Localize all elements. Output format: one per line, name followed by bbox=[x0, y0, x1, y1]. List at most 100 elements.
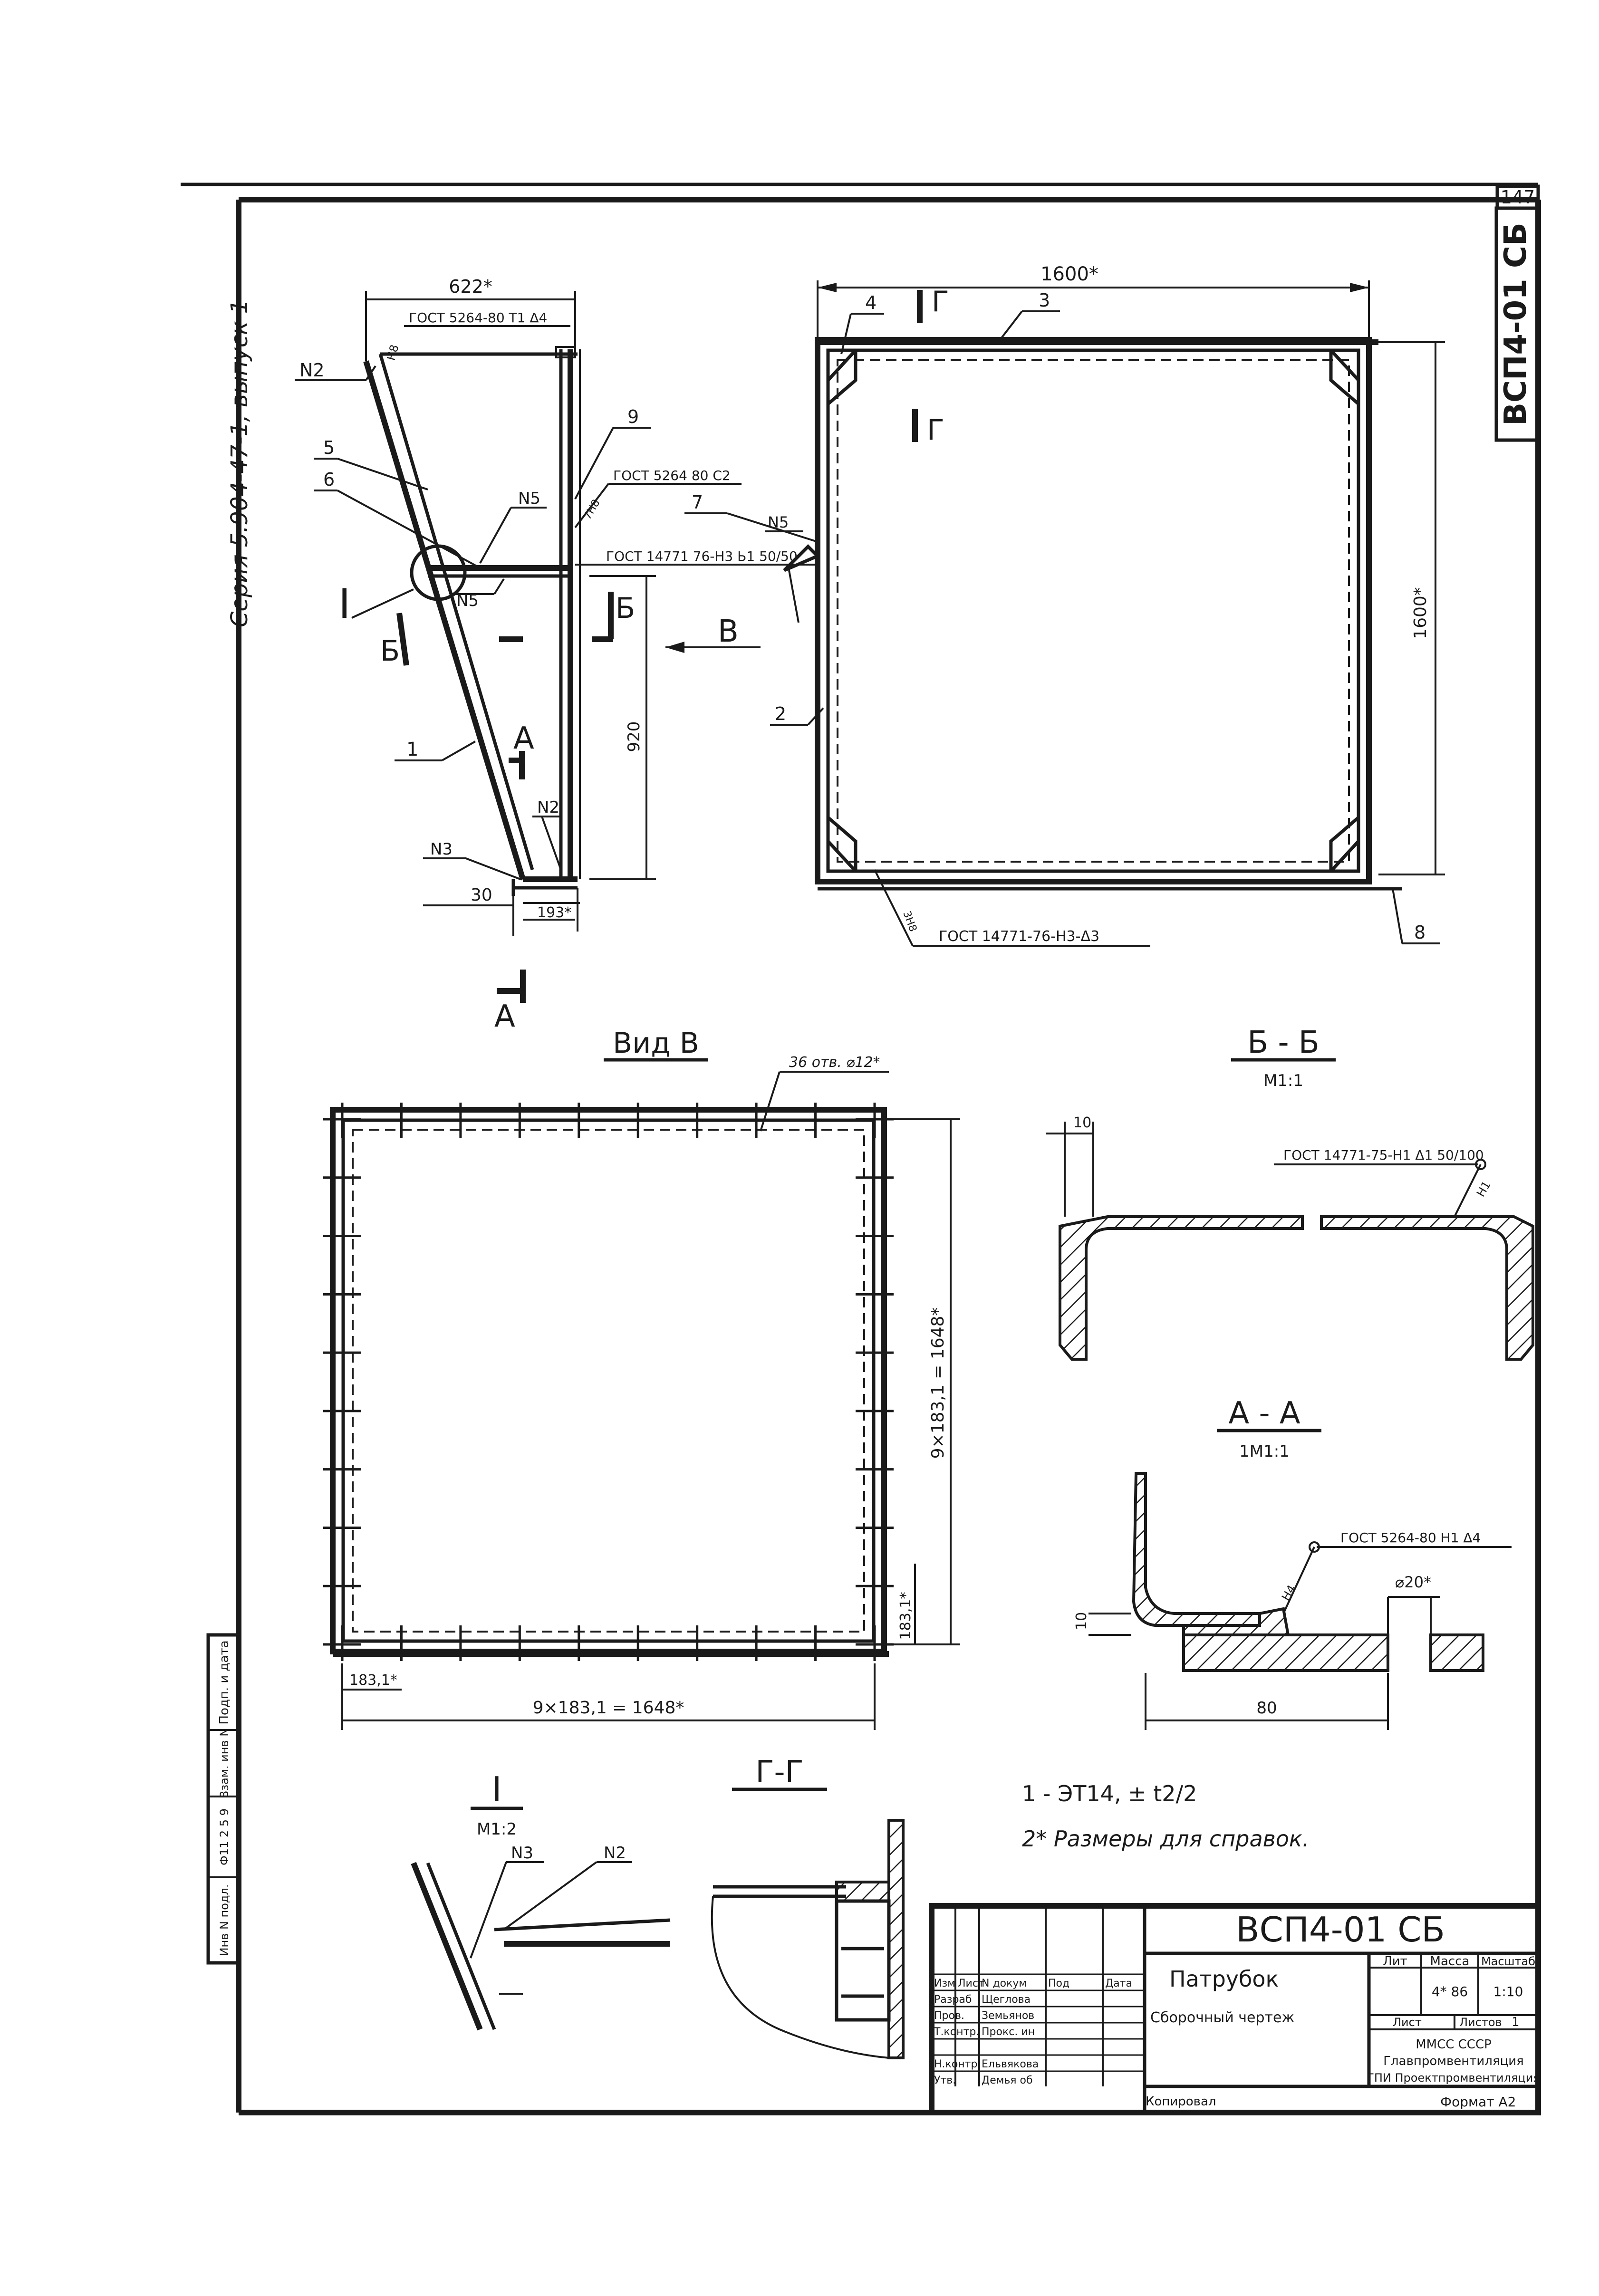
stamp-podp-data: Подп. и дата bbox=[217, 1640, 231, 1724]
main-side-view: 622* ГОСТ 5264-80 Т1 Δ4 Н8 I N2 5 6 bbox=[295, 276, 818, 1034]
title-block-cell: Земьянов bbox=[982, 2010, 1034, 2022]
cut-a-bottom: А bbox=[494, 999, 515, 1034]
note-1: 1 - ЭТ14, ± t2/2 bbox=[1022, 1781, 1197, 1806]
tb-copied: Копировал bbox=[1146, 2094, 1216, 2109]
title-block-cell: Щеглова bbox=[982, 1994, 1031, 2006]
detail-i-scale: М1:2 bbox=[477, 1820, 517, 1839]
tb-org3: ГПИ Проектпромвентиляция bbox=[1367, 2071, 1540, 2085]
tb-sheet-label: Лист bbox=[1393, 2016, 1422, 2029]
left-stamp-column: Подп. и дата Взам. инв N Ф11 2 5 9 Инв N… bbox=[206, 1633, 241, 1965]
weld-7n8: 7Н8 bbox=[582, 498, 603, 522]
n2-lower: N2 bbox=[537, 798, 559, 817]
tb-format: Формат А2 bbox=[1440, 2094, 1516, 2110]
dim-30: 30 bbox=[471, 885, 492, 905]
bolt-holes-left bbox=[323, 1118, 361, 1646]
n5-top: N5 bbox=[518, 489, 540, 508]
section-aa-title: А - А bbox=[1228, 1396, 1300, 1431]
dim-corner-right: 183,1* bbox=[897, 1592, 914, 1640]
section-gg: Г-Г bbox=[711, 1755, 905, 2059]
tb-lit-label: Лит bbox=[1383, 1954, 1407, 1969]
pos-4: 4 bbox=[865, 292, 877, 313]
sheet-number-box: 147 bbox=[1495, 184, 1540, 210]
tb-sheets-label: Листов bbox=[1459, 2016, 1502, 2029]
aa-dim-10: 10 bbox=[1073, 1612, 1090, 1630]
dim-1600-side: 1600* bbox=[1411, 587, 1430, 639]
view-v: Вид В 36 отв. ⌀12* 9×183,1 = 1648* 183,1… bbox=[323, 1027, 960, 1730]
dim-1600-top: 1600* bbox=[1040, 263, 1098, 285]
detail-i-n2: N2 bbox=[604, 1844, 626, 1863]
front-view: 1600* 4 Г 3 Г 7 N5 1600* bbox=[684, 263, 1445, 947]
section-gg-title: Г-Г bbox=[755, 1755, 803, 1790]
side-stamp: ВСП4-01 СБ bbox=[1498, 222, 1533, 426]
aa-dim-80: 80 bbox=[1256, 1699, 1277, 1718]
title-block-cell: Демья об bbox=[982, 2075, 1033, 2086]
notes: 1 - ЭТ14, ± t2/2 2* Размеры для справок. bbox=[1022, 1781, 1309, 1852]
dim-193: 193* bbox=[537, 904, 571, 921]
dim-corner-bottom: 183,1* bbox=[349, 1672, 397, 1689]
tb-org1: ММСС СССР bbox=[1416, 2037, 1492, 2052]
dim-bottom: 9×183,1 = 1648* bbox=[533, 1698, 684, 1718]
title-block-cell: Под bbox=[1048, 1978, 1069, 1989]
gost-14771-top: ГОСТ 14771 76-Н3 Ь1 50/50 bbox=[606, 548, 798, 564]
pos-7: 7 bbox=[692, 492, 703, 513]
dim-right: 9×183,1 = 1648* bbox=[928, 1307, 948, 1459]
tb-scale-value: 1:10 bbox=[1493, 1984, 1523, 1999]
stamp-inv-num: Ф11 2 5 9 bbox=[218, 1808, 231, 1865]
section-aa: А - А 1М1:1 ГОСТ 5264-80 Н1 Δ4 Н4 ⌀20* 1… bbox=[1073, 1396, 1512, 1730]
title-block-cell: Прокс. ин bbox=[982, 2026, 1035, 2038]
cut-g-top: Г bbox=[932, 285, 949, 318]
bb-gost: ГОСТ 14771-75-Н1 Δ1 50/100 bbox=[1283, 1147, 1484, 1163]
cut-b-right: Б bbox=[616, 592, 635, 625]
title-block-cell: Ельвякова bbox=[982, 2058, 1039, 2070]
title-block-cell: Изм bbox=[934, 1978, 955, 1989]
sheet-number: 147 bbox=[1501, 187, 1535, 208]
tb-doc-type: Сборочный чертеж bbox=[1150, 2009, 1294, 2026]
note-2: 2* Размеры для справок. bbox=[1022, 1826, 1309, 1852]
tb-name: Патрубок bbox=[1169, 1966, 1279, 1992]
title-block-cell: Разраб bbox=[934, 1994, 972, 2006]
title-block-cell: Т.контр. bbox=[934, 2026, 979, 2038]
tb-org2: Главпромвентиляция bbox=[1383, 2054, 1524, 2068]
weld-3n8: 3Н8 bbox=[900, 910, 919, 933]
view-arrow-v: В bbox=[718, 614, 739, 649]
title-block-cell: Утв. bbox=[934, 2075, 956, 2086]
pos-1: 1 bbox=[406, 739, 418, 760]
detail-i: I М1:2 N3 N2 bbox=[411, 1769, 671, 2031]
tb-mass-value: 4* 86 bbox=[1432, 1984, 1468, 1999]
aa-hole: ⌀20* bbox=[1395, 1573, 1431, 1591]
section-aa-scale: 1М1:1 bbox=[1239, 1442, 1290, 1461]
bolt-holes-right bbox=[856, 1118, 894, 1646]
tb-scale-label: Масштаб bbox=[1481, 1955, 1535, 1968]
series-label: Серия 5.904-47-1, выпуск 1 bbox=[226, 299, 253, 627]
title-block-cell: Н.контр. bbox=[934, 2058, 981, 2070]
bb-dim-10: 10 bbox=[1073, 1114, 1091, 1131]
dim-622: 622* bbox=[449, 276, 492, 297]
title-block-cell: N докум bbox=[982, 1978, 1027, 1989]
detail-i-n3: N3 bbox=[511, 1844, 533, 1863]
tb-mass-label: Масса bbox=[1430, 1954, 1470, 1969]
pos-9: 9 bbox=[627, 406, 639, 427]
tb-sheets-value: 1 bbox=[1512, 2015, 1520, 2029]
dim-920: 920 bbox=[625, 721, 644, 752]
pos-8: 8 bbox=[1414, 922, 1426, 943]
tb-designation: ВСП4-01 СБ bbox=[1236, 1910, 1445, 1950]
weld-n2: N2 bbox=[299, 360, 325, 381]
bb-weld: Н1 bbox=[1474, 1179, 1493, 1199]
title-block-cell: Дата bbox=[1105, 1978, 1132, 1989]
view-v-title: Вид В bbox=[613, 1027, 699, 1060]
section-bb: Б - Б М1:1 10 ГОСТ 14771-75-Н1 Δ1 50/100… bbox=[1046, 1025, 1534, 1361]
stamp-vzam: Взам. инв N bbox=[218, 1728, 231, 1798]
gost-top: ГОСТ 5264-80 Т1 Δ4 bbox=[409, 310, 547, 326]
section-bb-scale: М1:1 bbox=[1263, 1071, 1303, 1090]
cut-g-bottom: Г bbox=[927, 413, 944, 447]
gost-c2: ГОСТ 5264 80 С2 bbox=[613, 468, 731, 483]
detail-i-title: I bbox=[491, 1769, 501, 1809]
gost-bottom: ГОСТ 14771-76-Н3-Δ3 bbox=[939, 928, 1099, 945]
section-i-marker: I bbox=[338, 580, 350, 628]
title-block-cell: Пров. bbox=[934, 2010, 964, 2022]
pos-3: 3 bbox=[1039, 290, 1050, 311]
holes-callout: 36 отв. ⌀12* bbox=[789, 1054, 880, 1071]
side-stamp-box: ВСП4-01 СБ bbox=[1494, 206, 1540, 442]
